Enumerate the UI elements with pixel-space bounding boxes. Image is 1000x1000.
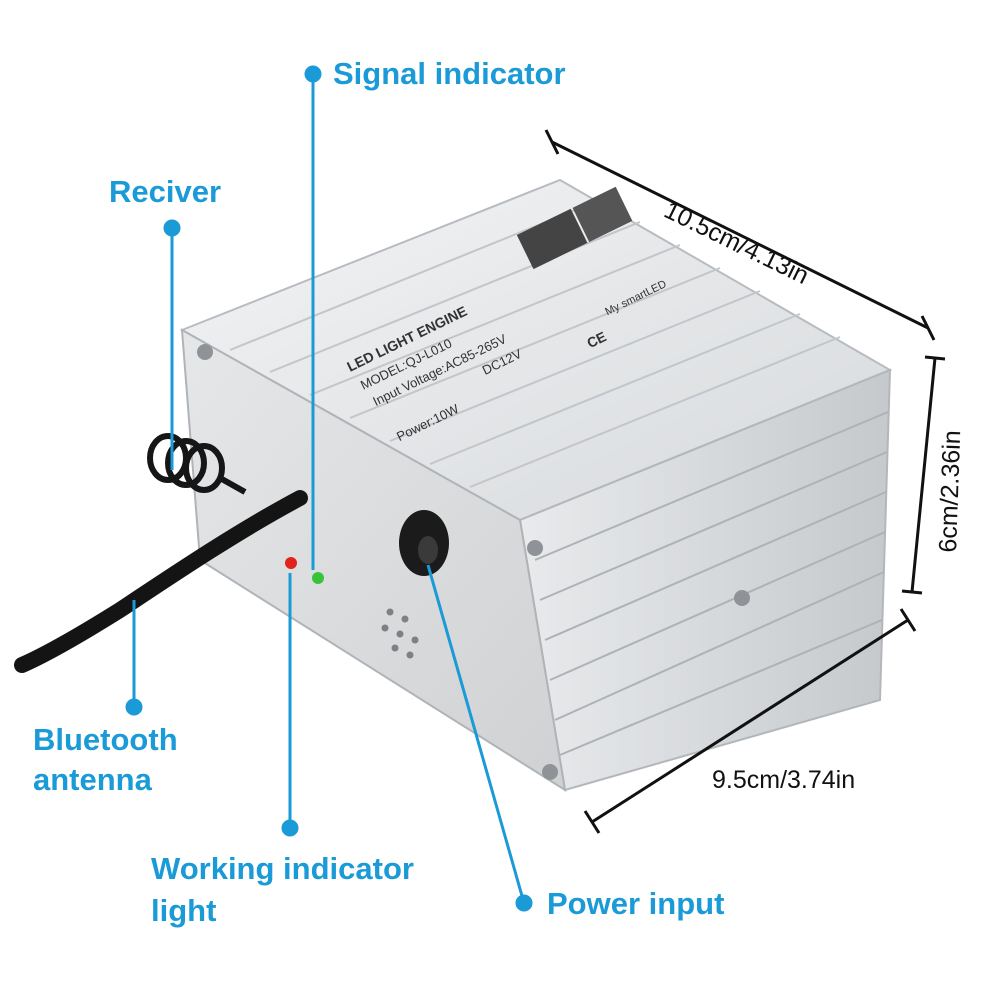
length-dimension-line: [551, 140, 929, 330]
height-dimension-line: [910, 357, 937, 593]
width-dimension-label: 9.5cm/3.74in: [712, 766, 856, 794]
signal-indicator-label: Signal indicator: [333, 56, 566, 91]
power-input-leader: [426, 564, 526, 904]
label-ce: CE: [584, 328, 608, 351]
width-dimension-line: [591, 618, 909, 824]
receiver-label: Reciver: [109, 174, 222, 209]
bluetooth-antenna-label-line2: antenna: [33, 762, 152, 797]
antenna-cable: [14, 490, 308, 673]
qr-code-icon: [516, 208, 588, 270]
coil-receiver-icon: [147, 433, 247, 495]
power-input-dot: [515, 894, 533, 912]
screw: [542, 764, 558, 780]
working-indicator-label-line1: Working indicator: [151, 851, 414, 886]
qr-code-icon: [572, 186, 633, 242]
speaker-grille-icon: [381, 608, 419, 659]
screw: [734, 590, 750, 606]
signal-indicator-dot: [304, 65, 322, 83]
side-fins: [534, 411, 889, 756]
height-dimension-label: 6cm/2.36in: [934, 429, 967, 553]
bluetooth-antenna-dot: [125, 698, 143, 716]
receiver-dot: [163, 219, 181, 237]
power-input-label: Power input: [547, 886, 725, 921]
working-indicator-dot: [281, 819, 299, 837]
green-led-icon: [312, 572, 324, 584]
screw: [197, 344, 213, 360]
working-indicator-label-line2: light: [151, 893, 217, 928]
red-led-icon: [285, 557, 297, 569]
screw: [527, 540, 543, 556]
power-input-hole: [418, 536, 438, 564]
bluetooth-antenna-label-line1: Bluetooth: [33, 722, 178, 757]
